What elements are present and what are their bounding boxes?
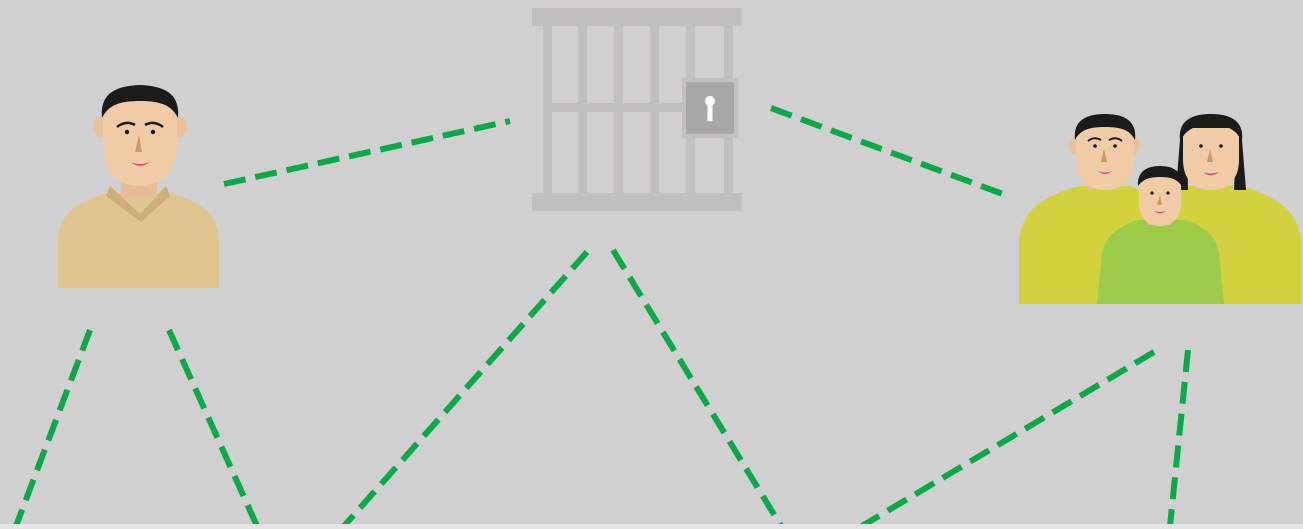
jail-cell-icon	[532, 8, 742, 211]
connector-prisoner-down-right	[169, 330, 257, 526]
family-mother-eye-left	[1199, 144, 1203, 148]
family-father-eye-left	[1093, 144, 1097, 148]
family-child-eye-right	[1166, 191, 1169, 194]
bottom-edge-strip	[0, 524, 1303, 529]
man-eye-right	[151, 130, 155, 134]
man-shirt	[58, 193, 219, 288]
connector-prisoner-down-left	[16, 330, 90, 526]
family-child-eye-left	[1150, 191, 1153, 194]
cell-top-rail	[532, 8, 742, 26]
family-icon	[1019, 114, 1301, 304]
connector-cell-down-left	[344, 252, 587, 526]
cell-crossbar	[543, 103, 683, 112]
man-eye-left	[125, 130, 129, 134]
connector-prisoner-to-cell	[224, 121, 510, 184]
family-mother-eye-right	[1219, 144, 1223, 148]
family-child-shirt	[1097, 220, 1224, 304]
connector-family-down-right	[1170, 350, 1188, 526]
connector-cell-to-family	[771, 108, 1011, 197]
connector-family-down-left	[862, 352, 1154, 526]
cell-bottom-rail	[532, 193, 742, 211]
connector-cell-down-right	[613, 250, 781, 526]
man-icon	[58, 85, 219, 288]
family-father-eye-right	[1113, 144, 1117, 148]
connector-lines	[16, 108, 1188, 526]
